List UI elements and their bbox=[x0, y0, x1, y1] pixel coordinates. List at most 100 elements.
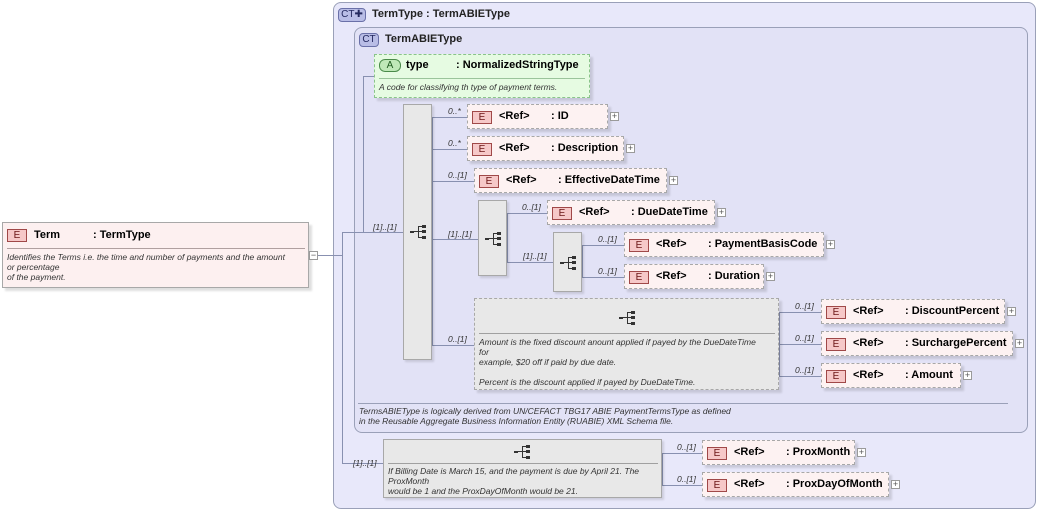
element-name: : Description bbox=[551, 142, 619, 154]
element-name: : ProxDayOfMonth bbox=[786, 478, 883, 490]
element-name: : PaymentBasisCode bbox=[708, 238, 818, 250]
connector bbox=[779, 344, 821, 345]
element-ref: <Ref> bbox=[734, 478, 765, 490]
connector bbox=[432, 181, 474, 182]
element-ref: <Ref> bbox=[656, 238, 687, 250]
connector bbox=[432, 117, 468, 118]
attribute-doc: A code for classifying th type of paymen… bbox=[379, 82, 558, 92]
doc-line: ProxMonth bbox=[388, 476, 430, 486]
cardinality-label: 0..[1] bbox=[795, 333, 814, 343]
expand-button[interactable]: + bbox=[1015, 338, 1024, 348]
complex-type-title: TermType : TermABIEType bbox=[372, 8, 510, 20]
complex-type-doc: TermsABIEType is logically derived from … bbox=[359, 406, 731, 416]
complex-type-doc: in the Reusable Aggregate Business Infor… bbox=[359, 416, 674, 426]
element-duration[interactable]: E <Ref> : Duration bbox=[624, 264, 764, 289]
element-name: : SurchargePercent bbox=[905, 337, 1007, 349]
cardinality-label: 0..[1] bbox=[795, 301, 814, 311]
element-prox-month[interactable]: E <Ref> : ProxMonth bbox=[702, 440, 855, 465]
sequence-compositor[interactable] bbox=[478, 200, 507, 276]
sequence-icon bbox=[485, 232, 501, 246]
element-icon: E bbox=[826, 338, 846, 351]
sequence-icon bbox=[619, 311, 635, 325]
divider bbox=[358, 403, 1008, 404]
expand-button[interactable]: + bbox=[1007, 306, 1016, 316]
sequence-compositor[interactable] bbox=[553, 232, 582, 292]
element-ref: <Ref> bbox=[499, 110, 530, 122]
divider bbox=[479, 333, 775, 334]
element-ref: <Ref> bbox=[579, 206, 610, 218]
element-discount-percent[interactable]: E <Ref> : DiscountPercent bbox=[821, 299, 1005, 324]
connector bbox=[779, 376, 821, 377]
element-amount[interactable]: E <Ref> : Amount bbox=[821, 363, 961, 388]
connector bbox=[582, 245, 624, 246]
element-surcharge-percent[interactable]: E <Ref> : SurchargePercent bbox=[821, 331, 1013, 356]
connector bbox=[662, 485, 702, 486]
element-ref: <Ref> bbox=[853, 337, 884, 349]
sequence-compositor[interactable]: If Billing Date is March 15, and the pay… bbox=[383, 439, 662, 498]
connector bbox=[779, 312, 821, 313]
sequence-icon bbox=[560, 256, 576, 270]
attribute-type[interactable]: A type : NormalizedStringType A code for… bbox=[374, 54, 590, 98]
collapse-button[interactable]: − bbox=[309, 250, 318, 260]
cardinality-label: 0..* bbox=[448, 138, 461, 148]
sequence-compositor-optional[interactable]: Amount is the fixed discount anount appl… bbox=[474, 298, 779, 390]
connector bbox=[662, 453, 702, 454]
element-payment-basis-code[interactable]: E <Ref> : PaymentBasisCode bbox=[624, 232, 824, 257]
connector bbox=[363, 76, 364, 232]
element-icon: E bbox=[707, 479, 727, 492]
doc-line: or percentage bbox=[7, 262, 60, 272]
element-ref: <Ref> bbox=[656, 270, 687, 282]
attribute-icon: A bbox=[379, 59, 401, 72]
connector bbox=[432, 117, 433, 346]
sequence-icon bbox=[514, 445, 530, 459]
element-ref: <Ref> bbox=[853, 305, 884, 317]
expand-button[interactable]: + bbox=[963, 370, 972, 380]
element-ref: <Ref> bbox=[506, 174, 537, 186]
element-prox-day-of-month[interactable]: E <Ref> : ProxDayOfMonth bbox=[702, 472, 889, 497]
connector bbox=[342, 232, 403, 233]
expand-button[interactable]: + bbox=[766, 271, 775, 281]
expand-button[interactable]: + bbox=[891, 479, 900, 489]
cardinality-label: 0..[1] bbox=[795, 365, 814, 375]
element-icon: E bbox=[472, 143, 492, 156]
cardinality-label: 0..[1] bbox=[448, 170, 467, 180]
element-due-date-time[interactable]: E <Ref> : DueDateTime bbox=[547, 200, 715, 225]
expand-button[interactable]: + bbox=[826, 239, 835, 249]
element-id[interactable]: E <Ref> : ID bbox=[467, 104, 608, 129]
expand-button[interactable]: + bbox=[626, 143, 635, 153]
attribute-type-name: : NormalizedStringType bbox=[456, 59, 579, 71]
connector bbox=[432, 149, 468, 150]
expand-button[interactable]: + bbox=[717, 207, 726, 217]
expand-button[interactable]: + bbox=[857, 447, 866, 457]
element-name: : DiscountPercent bbox=[905, 305, 1000, 317]
element-icon: E bbox=[472, 111, 492, 124]
element-description[interactable]: E <Ref> : Description bbox=[467, 136, 624, 161]
element-name: : ProxMonth bbox=[786, 446, 851, 458]
element-icon: E bbox=[629, 271, 649, 284]
element-type: : TermType bbox=[93, 229, 151, 241]
connector bbox=[317, 255, 343, 256]
element-name: : Amount bbox=[905, 369, 953, 381]
element-name: Term bbox=[34, 229, 61, 241]
connector bbox=[342, 232, 343, 464]
sequence-icon bbox=[410, 225, 426, 239]
connector bbox=[662, 453, 663, 485]
expand-button[interactable]: + bbox=[610, 111, 619, 121]
cardinality-label: [1]..[1] bbox=[523, 251, 547, 261]
expand-button[interactable]: + bbox=[669, 175, 678, 185]
element-effective-date-time[interactable]: E <Ref> : EffectiveDateTime bbox=[474, 168, 667, 193]
connector bbox=[363, 76, 375, 77]
connector bbox=[507, 213, 508, 263]
doc-line: Identifies the Terms i.e. the time and n… bbox=[7, 252, 285, 262]
element-icon: E bbox=[552, 207, 572, 220]
root-element-term[interactable]: E Term : TermType Identifies the Terms i… bbox=[2, 222, 309, 288]
element-icon: E bbox=[826, 306, 846, 319]
sequence-compositor[interactable] bbox=[403, 104, 432, 360]
cardinality-label: 0..[1] bbox=[448, 334, 467, 344]
cardinality-label: [1]..[1] bbox=[448, 229, 472, 239]
element-ref: <Ref> bbox=[499, 142, 530, 154]
connector bbox=[582, 245, 583, 277]
element-icon: E bbox=[826, 370, 846, 383]
connector bbox=[507, 213, 547, 214]
cardinality-label: [1]..[1] bbox=[353, 458, 377, 468]
